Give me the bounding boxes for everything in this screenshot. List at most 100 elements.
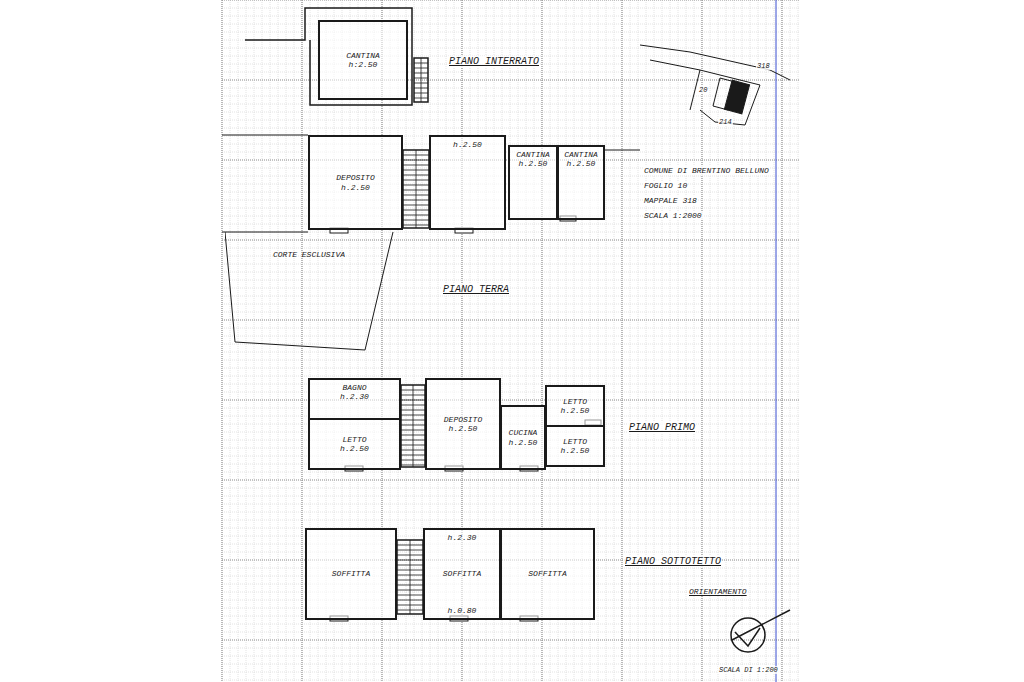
grid-line bbox=[222, 40, 800, 41]
grid-line bbox=[222, 648, 800, 649]
grid-line bbox=[701, 0, 702, 682]
floor-title: PIANO PRIMO bbox=[628, 422, 696, 433]
room-label: h.2.50 bbox=[449, 424, 478, 433]
grid-line bbox=[222, 264, 800, 265]
margin-line bbox=[776, 0, 777, 682]
room-box: CANTINAh:2.50 bbox=[318, 20, 408, 100]
grid-line bbox=[662, 0, 663, 682]
room-label: h.2.30 bbox=[448, 533, 477, 542]
grid-line bbox=[694, 0, 695, 682]
room-label: DEPOSITO bbox=[444, 415, 482, 424]
grid-line bbox=[222, 336, 800, 337]
sheet-note: ORIENTAMENTO bbox=[688, 587, 748, 596]
floor-title: PIANO SOTTOTETTO bbox=[624, 556, 722, 567]
grid-line bbox=[222, 112, 800, 113]
grid-line bbox=[222, 352, 800, 353]
grid-line bbox=[278, 0, 279, 682]
grid-line bbox=[222, 96, 800, 97]
parcel-number: 214 bbox=[718, 118, 733, 126]
room-label: DEPOSITO bbox=[336, 173, 374, 182]
plan-drawing bbox=[222, 8, 790, 652]
grid-line bbox=[774, 0, 775, 682]
grid-line bbox=[221, 0, 222, 682]
grid-line bbox=[222, 312, 800, 313]
grid-line bbox=[262, 0, 263, 682]
grid-line bbox=[630, 0, 631, 682]
sheet-note: SCALA DI 1:200 bbox=[718, 666, 779, 674]
grid-line bbox=[222, 512, 800, 513]
stair-symbol bbox=[401, 385, 425, 467]
room-label: h.2.30 bbox=[340, 392, 369, 401]
grid-line bbox=[222, 239, 800, 240]
north-arrow bbox=[731, 610, 790, 652]
grid-line bbox=[294, 0, 295, 682]
room-label: LETTO bbox=[563, 397, 587, 406]
room-label: h.2.50 bbox=[509, 438, 538, 447]
grid-line bbox=[230, 0, 231, 682]
grid-line bbox=[222, 32, 800, 33]
courtyard-area: CORTE ESCLUSIVA bbox=[225, 232, 397, 352]
grid-line bbox=[718, 0, 719, 682]
grid-line bbox=[678, 0, 679, 682]
grid-line bbox=[270, 0, 271, 682]
grid-line bbox=[222, 344, 800, 345]
grid-line bbox=[646, 0, 647, 682]
room-box: LETTOh.2.50 bbox=[545, 385, 605, 427]
grid-line bbox=[606, 0, 607, 682]
grid-line bbox=[222, 328, 800, 329]
room-label: SOFFITTA bbox=[528, 569, 566, 578]
room-label: LETTO bbox=[563, 437, 587, 446]
grid-line bbox=[222, 624, 800, 625]
grid-line bbox=[222, 376, 800, 377]
sheet-note: MAPPALE 318 bbox=[643, 196, 698, 205]
site-sketch bbox=[640, 45, 790, 125]
room-label: h.2.50 bbox=[341, 183, 370, 192]
grid-line bbox=[222, 656, 800, 657]
grid-line bbox=[654, 0, 655, 682]
grid-line bbox=[222, 520, 800, 521]
stair-symbol bbox=[403, 150, 429, 228]
grid-line bbox=[222, 664, 800, 665]
room-label: h.2.50 bbox=[561, 406, 590, 415]
room-label: h.2.50 bbox=[340, 444, 369, 453]
grid-line bbox=[758, 0, 759, 682]
room-label: LETTO bbox=[342, 435, 366, 444]
grid-line bbox=[222, 79, 800, 80]
room-label: BAGNO bbox=[342, 383, 366, 392]
grid-line bbox=[638, 0, 639, 682]
wall-line bbox=[245, 8, 412, 105]
room-box: CANTINAh.2.50 bbox=[508, 145, 558, 220]
room-box: CUCINAh.2.50 bbox=[500, 405, 546, 470]
grid-line bbox=[286, 0, 287, 682]
grid-line bbox=[222, 16, 800, 17]
grid-line bbox=[222, 639, 800, 640]
grid-line bbox=[222, 496, 800, 497]
room-box: BAGNOh.2.30 bbox=[308, 378, 401, 420]
sheet-note: SCALA 1:2000 bbox=[643, 211, 703, 220]
grid-line bbox=[222, 632, 800, 633]
grid-line bbox=[222, 128, 800, 129]
room-label: h.2.50 bbox=[567, 159, 596, 168]
room-label: SOFFITTA bbox=[332, 569, 370, 578]
grid-line bbox=[798, 0, 799, 682]
floor-title: PIANO TERRA bbox=[442, 284, 510, 295]
room-label: CANTINA bbox=[516, 150, 550, 159]
grid-line bbox=[766, 0, 767, 682]
grid-line bbox=[790, 0, 791, 682]
room-box: h.2.50 bbox=[429, 135, 506, 230]
grid-line bbox=[222, 360, 800, 361]
grid-line bbox=[222, 288, 800, 289]
grid-line bbox=[222, 24, 800, 25]
grid-line bbox=[621, 0, 622, 682]
grid-line bbox=[222, 48, 800, 49]
grid-line bbox=[222, 88, 800, 89]
room-box: CANTINAh.2.50 bbox=[557, 145, 605, 220]
grid-line bbox=[222, 488, 800, 489]
grid-line bbox=[222, 479, 800, 480]
grid-line bbox=[670, 0, 671, 682]
grid-line bbox=[222, 472, 800, 473]
stair-symbol bbox=[414, 58, 428, 102]
room-label: CUCINA bbox=[509, 428, 538, 437]
room-label: SOFFITTA bbox=[443, 569, 481, 578]
